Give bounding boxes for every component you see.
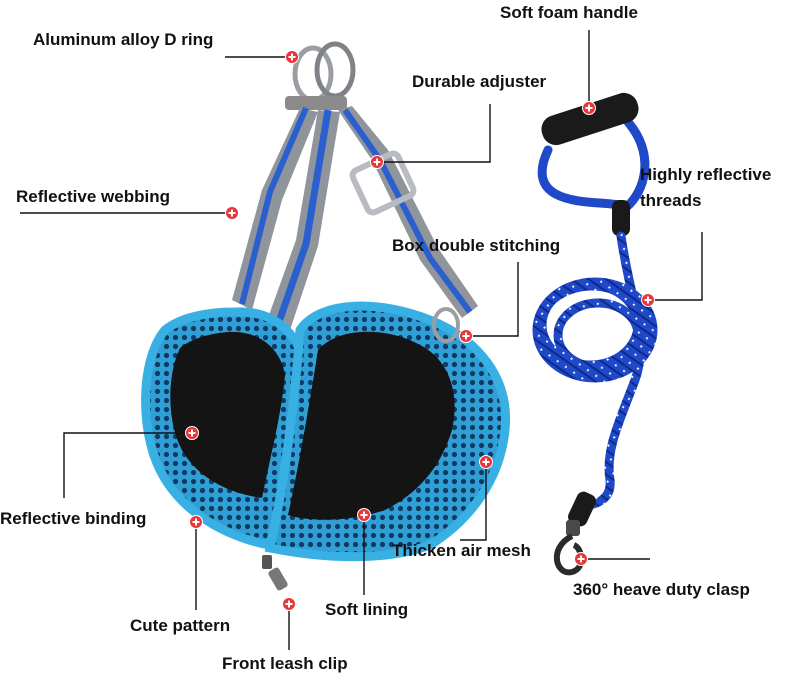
label-front-clip: Front leash clip [222, 654, 348, 673]
label-adjuster: Durable adjuster [412, 72, 547, 91]
label-foam-handle: Soft foam handle [500, 3, 638, 22]
plus-marker-icon [282, 597, 296, 611]
leash-clasp [553, 520, 585, 576]
label-d-ring: Aluminum alloy D ring [33, 30, 214, 49]
plus-marker-icon [479, 455, 493, 469]
plus-marker-icon [370, 155, 384, 169]
plus-marker-icon [582, 101, 596, 115]
d-ring-right [314, 41, 356, 99]
leader-reflective-threads [648, 232, 703, 301]
foam-handle [541, 92, 639, 146]
strap-buckle [285, 96, 347, 110]
leader-stitching [466, 262, 519, 337]
plus-marker-icon [641, 293, 655, 307]
leash [532, 92, 658, 576]
lining-left [170, 331, 285, 498]
label-binding: Reflective binding [0, 509, 147, 528]
leader-adjuster [378, 104, 491, 163]
rope-lower [580, 231, 645, 510]
front-leash-clip [262, 555, 288, 591]
lining-right [288, 331, 455, 520]
harness [141, 41, 511, 591]
label-cute-pattern: Cute pattern [130, 616, 231, 635]
leader-air-mesh [460, 462, 487, 541]
plus-marker-icon [285, 50, 299, 64]
clasp-connector [568, 491, 596, 527]
plus-marker-icon [574, 552, 588, 566]
leader-binding [63, 432, 192, 498]
label-soft-lining: Soft lining [325, 600, 409, 619]
label-stitching: Box double stitching [392, 236, 561, 255]
stitch-d-ring [432, 307, 460, 343]
plus-marker-icon [459, 329, 473, 343]
label-webbing: Reflective webbing [16, 187, 170, 206]
leader-lines [20, 30, 703, 650]
plus-marker-icon [357, 508, 371, 522]
plus-marker-icon [189, 515, 203, 529]
label-reflective-threads: Highly reflective threads [640, 165, 772, 210]
rope-connector [612, 200, 630, 236]
plus-marker-icon [185, 426, 199, 440]
label-air-mesh: Thicken air mesh [392, 541, 531, 560]
label-clasp: 360° heave duty clasp [573, 580, 750, 599]
plus-marker-icon [225, 206, 239, 220]
